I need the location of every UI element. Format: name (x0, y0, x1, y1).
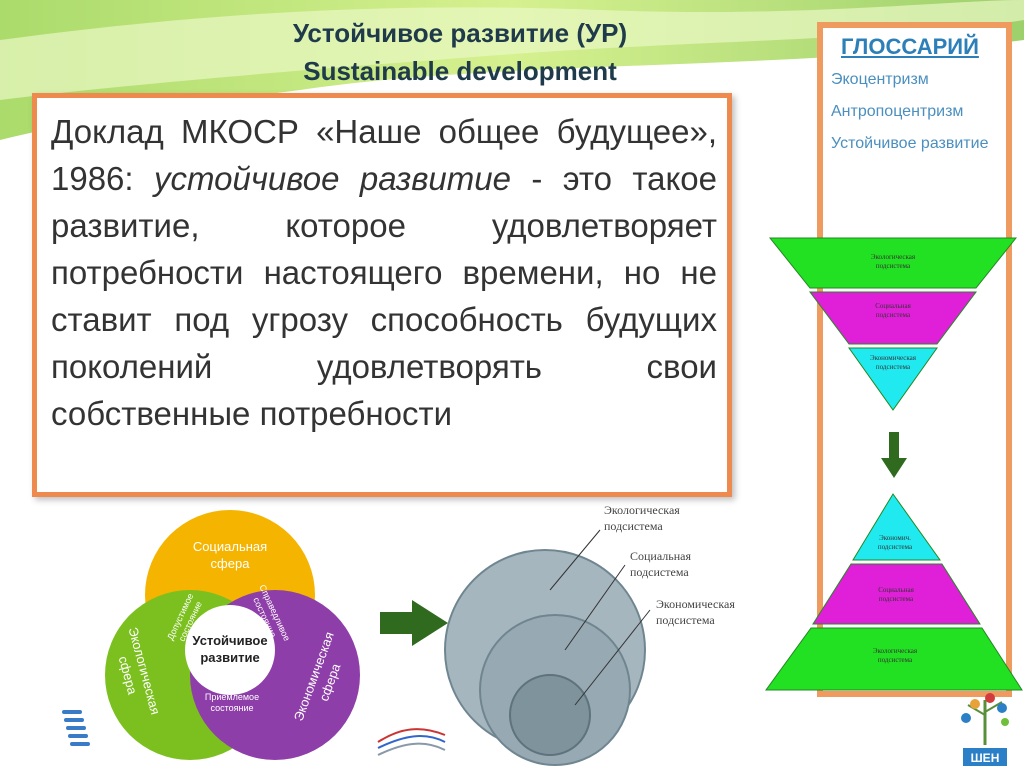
definition-rest: - это такое развитие, которое удовлетвор… (51, 160, 717, 432)
pyramid-top-label-2: подсистема (878, 543, 913, 551)
venn-acceptable-label-2: состояние (210, 703, 253, 713)
inv-pyramid-top-label-1: Экологическая (871, 253, 916, 261)
pyramid-middle-label-1: Социальная (878, 586, 914, 594)
pyramid-middle-label-2: подсистема (879, 595, 914, 603)
inv-pyramid-middle-layer (809, 291, 977, 345)
venn-center-circle (185, 605, 275, 695)
circle-label-ecological-2: подсистема (604, 519, 663, 533)
pyramid-middle-layer (812, 563, 981, 625)
inv-pyramid-top-label-2: подсистема (876, 262, 911, 270)
definition-box: Доклад МКОСР «Наше общее будущее», 1986:… (32, 93, 732, 497)
venn-center-label-2: развитие (200, 650, 259, 665)
venn-social-label-1: Социальная (193, 539, 267, 554)
inv-pyramid-top-layer (768, 237, 1018, 289)
glossary-item-ecocentrism[interactable]: Экоцентризм (831, 71, 929, 88)
pyramid-bottom-layer (765, 627, 1023, 691)
venn-diagram: Социальная сфера Экологическая сфера Эко… (105, 510, 360, 760)
glossary-item-anthropocentrism[interactable]: Антропоцентризм (831, 103, 964, 120)
pyramid: Экономич. подсистема Социальная подсисте… (765, 493, 1023, 691)
tree-logo-icon: ШЕН (961, 693, 1009, 766)
slide-title: Устойчивое развитие (УР) Sustainable dev… (150, 14, 770, 90)
circle-economic (509, 674, 591, 756)
title-line-en: Sustainable development (303, 56, 617, 86)
glossary-item-sustainable-development[interactable]: Устойчивое развитие (831, 135, 989, 152)
inv-pyramid-bottom-layer (848, 347, 938, 411)
definition-term: устойчивое развитие (154, 160, 511, 197)
glossary-title[interactable]: ГЛОССАРИЙ (841, 34, 979, 59)
pyramid-bottom-label-1: Экологическая (873, 647, 918, 655)
nested-circles-diagram: Экологическая подсистема Социальная подс… (444, 503, 735, 766)
inv-pyramid-bottom-label-1: Экономическая (870, 354, 917, 362)
decorative-lines (377, 728, 446, 756)
circle-label-ecological-1: Экологическая (604, 503, 680, 517)
circle-label-social-1: Социальная (630, 549, 691, 563)
definition-intro: Доклад МКОСР «Наше общее будущее», 1986: (51, 113, 717, 197)
pyramid-bottom-label-2: подсистема (878, 656, 913, 664)
venn-center-label-1: Устойчивое (192, 633, 267, 648)
inverted-pyramid: Экологическая подсистема Социальная подс… (768, 237, 1018, 411)
left-logo (62, 710, 90, 746)
inv-pyramid-middle-label-1: Социальная (875, 302, 911, 310)
venn-acceptable-label-1: Приемлемое (205, 692, 259, 702)
inv-pyramid-middle-label-2: подсистема (876, 311, 911, 319)
logo-text: ШЕН (971, 751, 1000, 765)
venn-social-label-2: сфера (211, 556, 251, 571)
arrow-down-icon (881, 432, 907, 478)
inv-pyramid-bottom-label-2: подсистема (876, 363, 911, 371)
title-line-ru: Устойчивое развитие (УР) (292, 18, 628, 48)
arrow-right-icon (380, 600, 448, 646)
pyramid-top-label-1: Экономич. (879, 534, 911, 542)
pyramid-top-layer (852, 493, 941, 561)
circle-label-economic-2: подсистема (656, 613, 715, 627)
circle-label-economic-1: Экономическая (656, 597, 735, 611)
circle-label-social-2: подсистема (630, 565, 689, 579)
